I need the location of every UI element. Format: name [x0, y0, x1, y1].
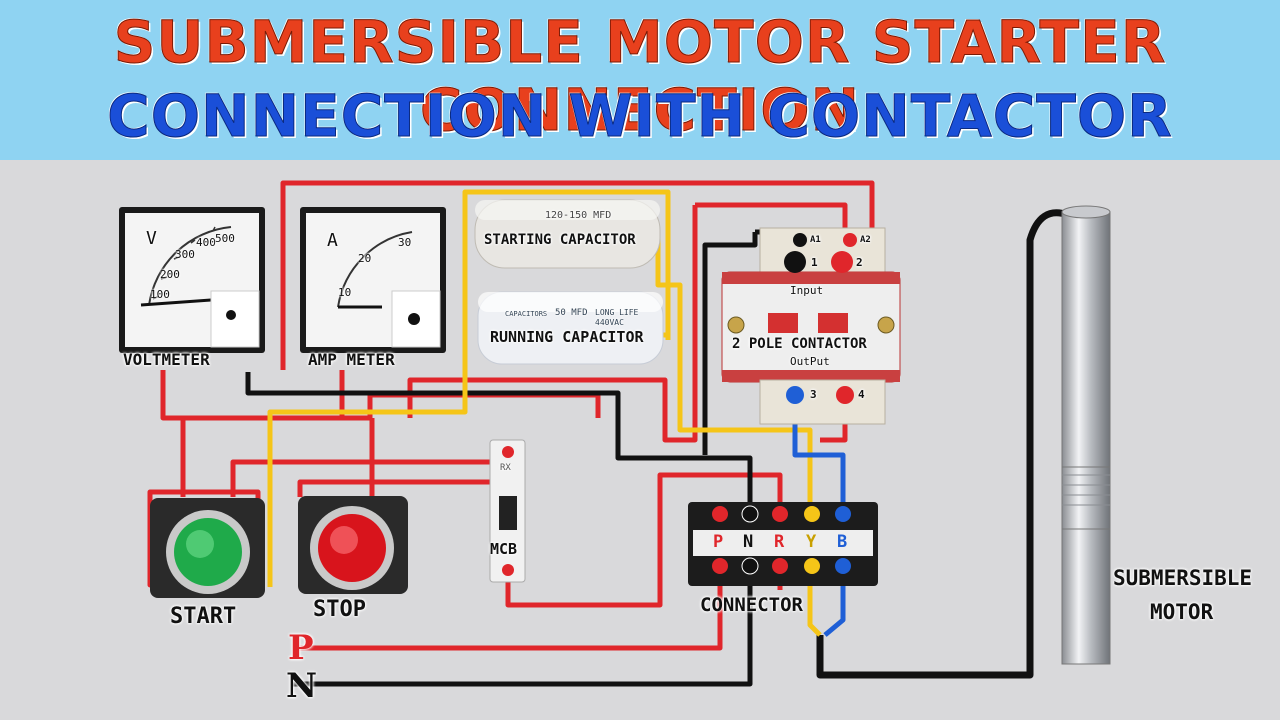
mcb-toggle [499, 496, 517, 530]
title-line-1: SUBMERSIBLE MOTOR STARTER CONNECTION [113, 8, 1167, 145]
contactor-a1-label: A1 [810, 235, 821, 245]
start-label: START [170, 604, 237, 629]
black-wire-motor [816, 209, 1070, 679]
contactor-input-text: Input [790, 284, 824, 297]
connector-terminal-r: R [774, 532, 785, 552]
contactor-terminal-2 [831, 251, 853, 273]
starting-capacitor-label: STARTING CAPACITOR [484, 232, 636, 248]
running-capacitor-label: RUNNING CAPACITOR [490, 328, 644, 346]
red-wire-mcb-out [505, 472, 783, 608]
contactor-terminal-1 [784, 251, 806, 273]
neutral-label: N [286, 666, 318, 706]
mcb-label: MCB [490, 540, 518, 558]
running-capacitor-brand: CAPACITORS [505, 310, 548, 318]
blue-wire-contactor [792, 395, 846, 512]
contactor-label: 2 POLE CONTACTOR [732, 336, 867, 352]
ammeter-symbol: A [327, 230, 338, 251]
voltmeter-scale-200: 200 [160, 268, 180, 281]
voltmeter-label: VOLTMETER [123, 350, 210, 369]
two-pole-contactor [721, 227, 901, 425]
title-banner [0, 0, 1280, 160]
motor-label-line2: MOTOR [1150, 600, 1214, 624]
voltmeter-needle [140, 298, 212, 307]
ammeter-scale-30: 30 [398, 236, 412, 249]
amp-meter-label: AMP METER [308, 350, 395, 369]
voltmeter-zero-screw [226, 310, 236, 320]
connector-terminal-n: N [743, 532, 754, 552]
voltmeter-symbol: V [146, 228, 157, 249]
contactor-output-text: OutPut [790, 355, 830, 368]
starting-capacitor [474, 199, 661, 269]
connector-label: CONNECTOR [700, 594, 803, 616]
voltmeter-scale-400: 400 [196, 236, 216, 249]
black-wire-neutral [245, 372, 753, 512]
running-capacitor-voltage: 440VAC [595, 318, 624, 327]
start-push-button [150, 498, 265, 598]
terminal-connector [688, 502, 878, 586]
connector-terminal-b: B [837, 532, 848, 552]
submersible-motor [1061, 205, 1111, 665]
mcb-breaker [489, 439, 526, 583]
contactor-a1-terminal [793, 233, 807, 247]
contactor-slot-2 [818, 313, 848, 333]
stop-label: STOP [313, 597, 366, 622]
contactor-a2-terminal [843, 233, 857, 247]
red-wire-amp [407, 205, 698, 443]
starting-capacitor-rating: 120-150 MFD [545, 210, 612, 221]
connector-terminal-p: P [713, 532, 724, 552]
connector-terminal-y: Y [806, 532, 817, 552]
red-wire-phase [293, 566, 723, 651]
contactor-terminal-4 [836, 386, 854, 404]
black-wires [245, 209, 1070, 687]
voltmeter-scale-500: 500 [215, 232, 235, 245]
voltmeter-scale-100: 100 [150, 288, 170, 301]
red-wire-top [280, 180, 875, 370]
phase-label: P [288, 628, 314, 668]
contactor-4-label: 4 [858, 388, 865, 401]
contactor-terminal-3 [786, 386, 804, 404]
running-capacitor-rating: 50 MFD [555, 308, 588, 318]
contactor-3-label: 3 [810, 388, 817, 401]
voltmeter [119, 207, 265, 353]
voltmeter-scale-300: 300 [175, 248, 195, 261]
mcb-print: RX [500, 463, 511, 473]
contactor-1-label: 1 [811, 256, 818, 269]
black-wire-contactor [702, 232, 758, 455]
motor-label-line1: SUBMERSIBLE [1113, 566, 1253, 590]
ammeter-scale-10: 10 [338, 286, 352, 299]
ammeter-zero-screw [408, 313, 420, 325]
contactor-2-label: 2 [856, 256, 863, 269]
running-capacitor [477, 291, 664, 365]
ammeter-scale-20: 20 [358, 252, 372, 265]
contactor-slot-1 [768, 313, 798, 333]
contactor-a2-label: A2 [860, 235, 871, 245]
title-line-2: CONNECTION WITH CONTACTOR [107, 82, 1173, 151]
stop-push-button [298, 496, 408, 594]
black-wire-n [293, 566, 753, 687]
running-capacitor-life: LONG LIFE [595, 308, 639, 317]
yellow-wire-start-cap [267, 189, 671, 587]
amp-meter [300, 207, 446, 353]
